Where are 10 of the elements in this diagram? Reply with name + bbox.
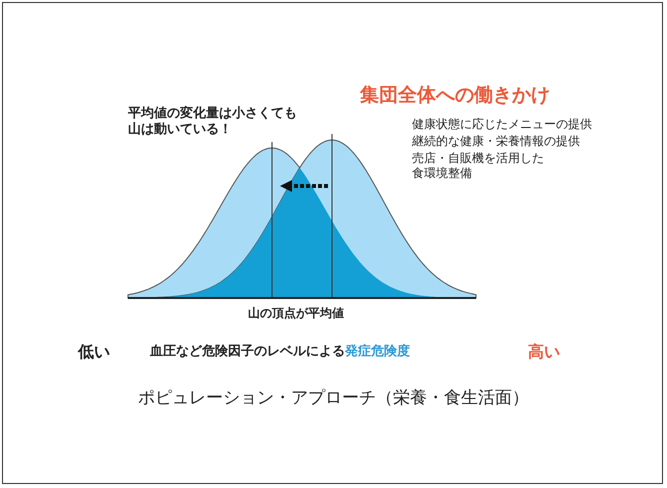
list-item: 健康状態に応じたメニューの提供 <box>412 117 593 132</box>
heading: 集団全体への働きかけ <box>360 84 551 108</box>
axis-note: 山の頂点が平均値 <box>248 306 345 321</box>
note-text: 平均値の変化量は小さくても山は動いている！ <box>128 106 298 138</box>
caption: ポピュレーション・アプローチ（栄養・食生活面） <box>137 388 530 410</box>
axis-end-label: 低い <box>78 342 111 362</box>
list-item: 売店・自販機を活用した食環境整備 <box>412 151 545 181</box>
axis-end-label: 高い <box>528 342 561 362</box>
axis-title: 血圧など危険因子のレベルによる発症危険度 <box>150 344 411 360</box>
list-item: 継続的な健康・栄養情報の提供 <box>412 134 581 149</box>
